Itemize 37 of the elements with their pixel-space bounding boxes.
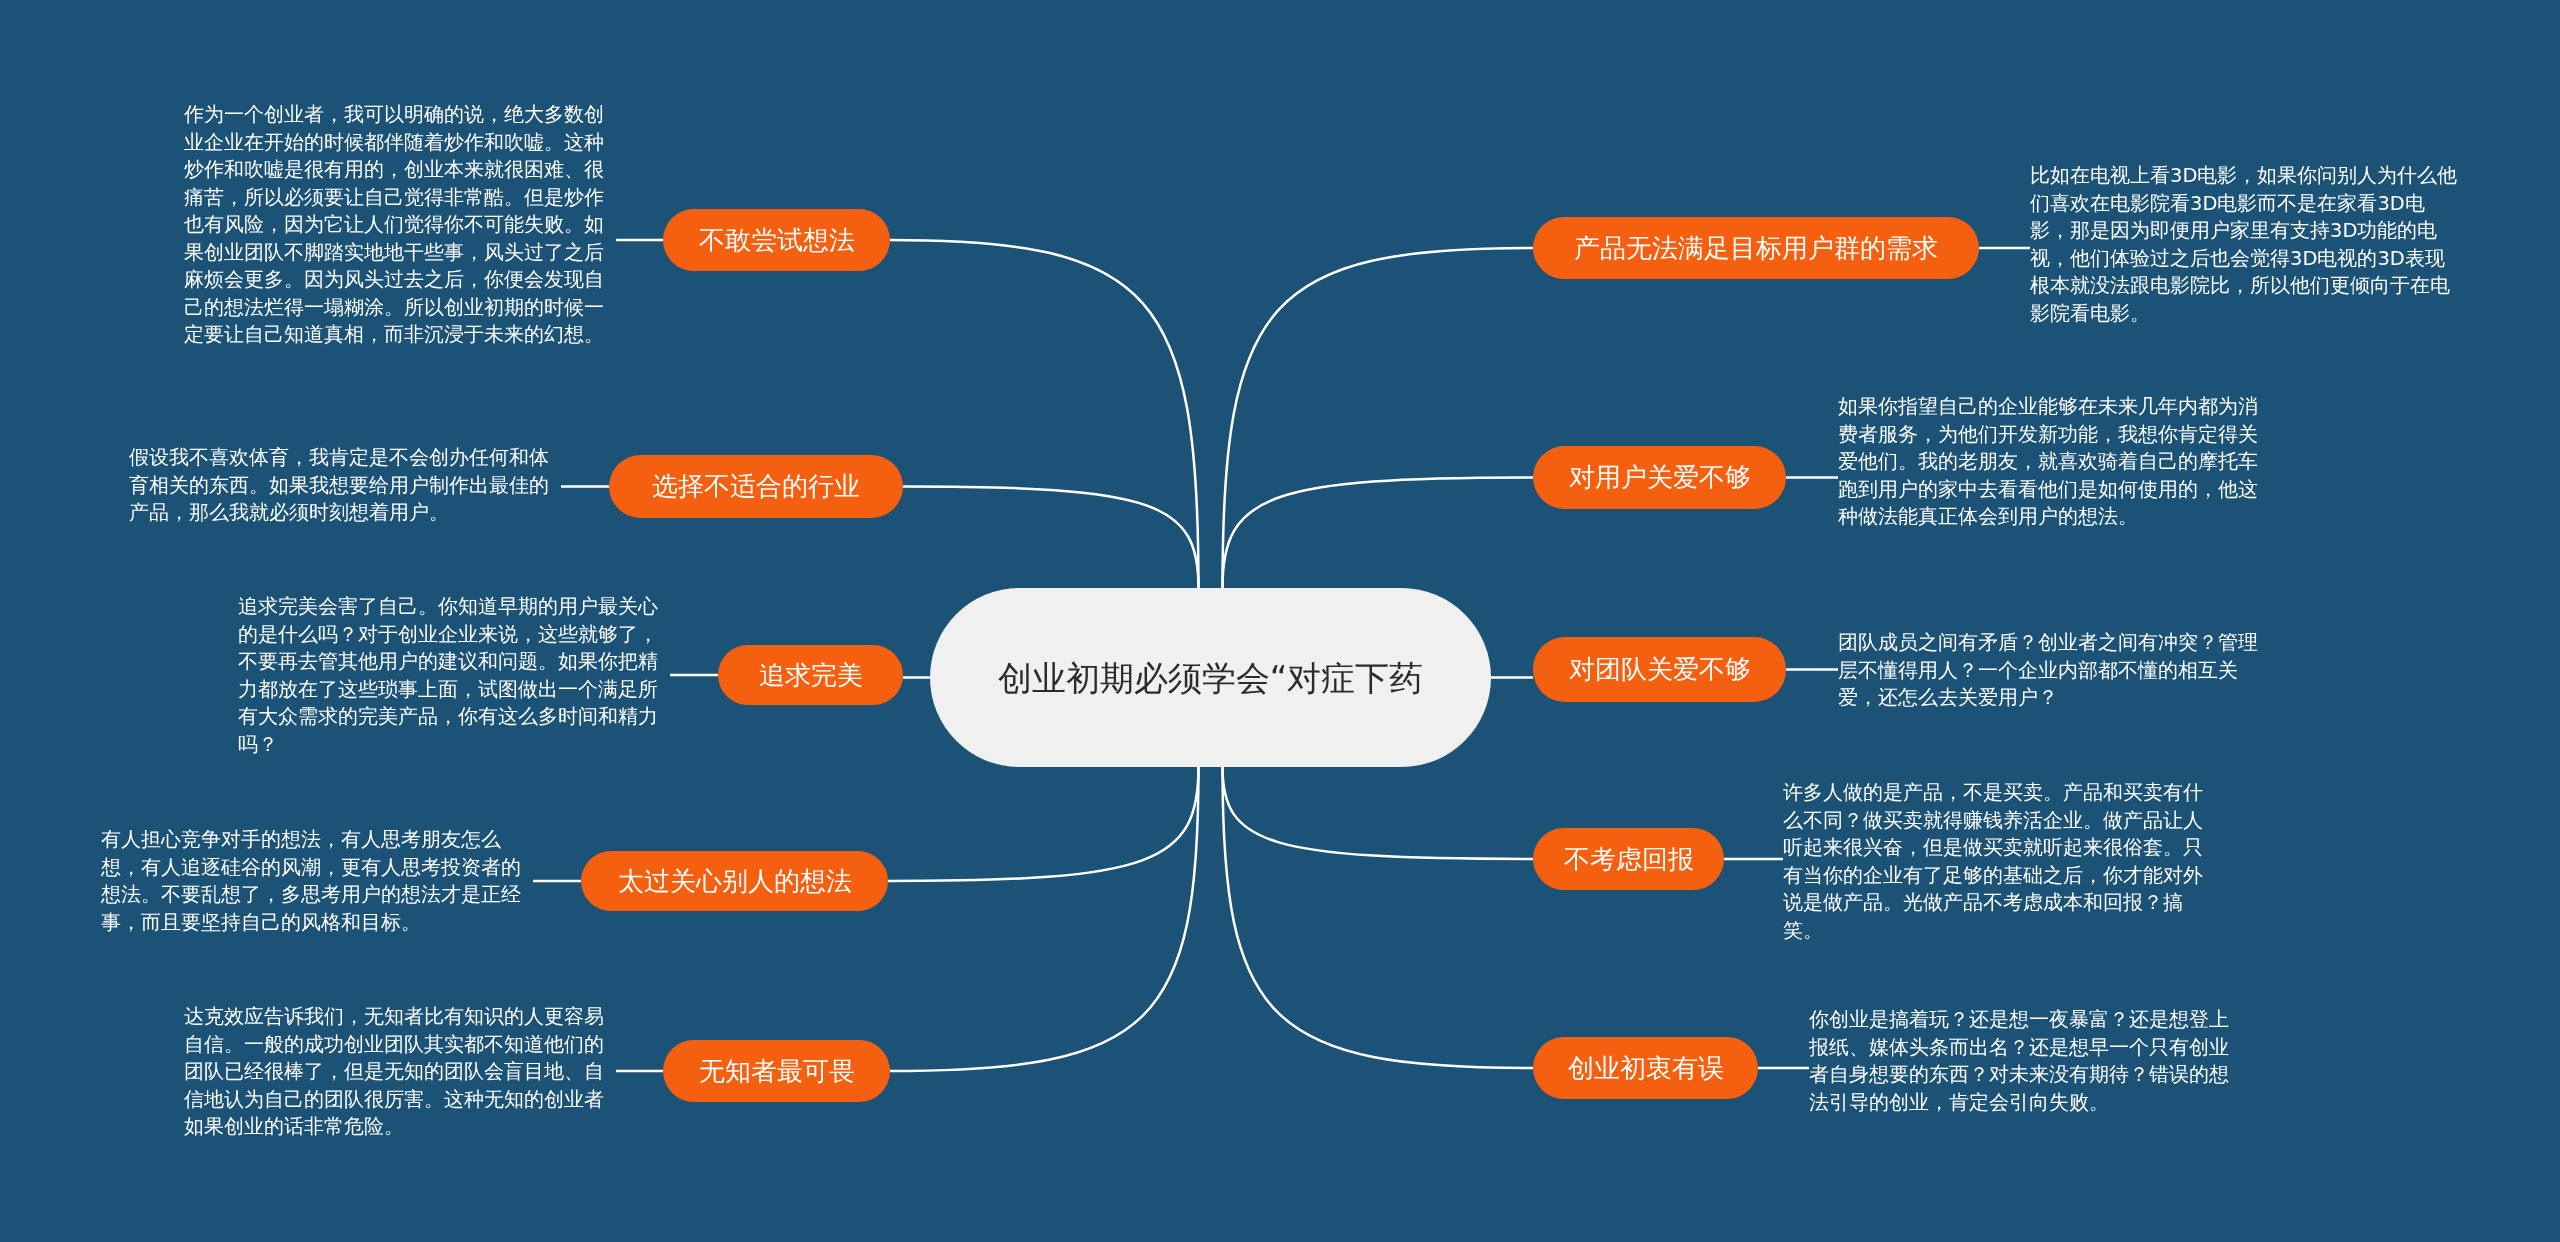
connector-line	[1221, 766, 1534, 1070]
connector-line	[1221, 476, 1533, 589]
topic-pill: 太过关心别人的想法	[581, 851, 888, 911]
topic-pill: 对用户关爱不够	[1533, 446, 1786, 509]
topic-pill: 追求完美	[718, 645, 903, 705]
topic-pill: 创业初衷有误	[1533, 1037, 1758, 1099]
description-text: 作为一个创业者，我可以明确的说，绝大多数创业企业在开始的时候都伴随着炒作和吹嘘。这种炒作和吹嘘是很有用的，创业本来就很困难、很痛苦，所以必须要让自己觉得非常酷。但是炒作也有风险，因为它让人们觉得你不可能失败。如果创业团队不脚踏实地地干些事，风头过了之后麻烦会更多。因为风头过去之后，你便会发现自己的想法烂得一塌糊涂。所以创业初期的时候一定要让自己知道真相，而非沉浸于未来的幻想。	[184, 101, 616, 349]
connector-line	[616, 238, 663, 242]
description-text: 许多人做的是产品，不是买卖。产品和买卖有什么不同？做买卖就得赚钱养活企业。做产品让人听起来很兴奋，但是做买卖就听起来很俗套。只有当你的企业有了足够的基础之后，你才能对外说是做产品。光做产品不考虑成本和回报？搞笑。	[1783, 779, 2215, 944]
connector-line	[1491, 676, 1533, 679]
connector-line	[1786, 668, 1838, 671]
connector-line	[903, 485, 1200, 589]
description-text: 比如在电视上看3D电影，如果你问别人为什么他们喜欢在电影院看3D电影而不是在家看3D电影，那是因为即便用户家里有支持3D功能的电视，他们体验过之后也会觉得3D电视的3D表现根本就没法跟电影院比，所以他们更倾向于在电影院看电影。	[2030, 162, 2462, 327]
connector-line	[616, 1069, 663, 1073]
connector-line	[670, 673, 718, 677]
connector-line	[533, 879, 581, 883]
description-text: 达克效应告诉我们，无知者比有知识的人更容易自信。一般的成功创业团队其实都不知道他们的团队已经很棒了，但是无知的团队会盲目地、自信地认为自己的团队很厉害。这种无知的创业者如果创业的话非常危险。	[184, 1003, 616, 1141]
connector-line	[1724, 857, 1783, 861]
connector-line	[561, 485, 609, 488]
topic-pill: 无知者最可畏	[663, 1040, 890, 1102]
topic-pill: 不敢尝试想法	[663, 209, 890, 271]
description-text: 如果你指望自己的企业能够在未来几年内都为消费者服务，为他们开发新功能，我想你肯定得关爱他们。我的老朋友，就喜欢骑着自己的摩托车跑到用户的家中去看看他们是如何使用的，他这种做法能真正体会到用户的想法。	[1838, 393, 2270, 531]
connector-line	[903, 676, 930, 679]
topic-pill: 选择不适合的行业	[609, 455, 903, 518]
connector-line	[1758, 1066, 1809, 1070]
topic-pill: 产品无法满足目标用户群的需求	[1533, 217, 1979, 279]
connector-line	[889, 766, 1200, 1073]
connector-line	[1786, 476, 1838, 479]
description-text: 团队成员之间有矛盾？创业者之间有冲突？管理层不懂得用人？一个企业内部都不懂的相互关爱，还怎么去关爱用户？	[1838, 629, 2270, 712]
description-text: 有人担心竞争对手的想法，有人思考朋友怎么想，有人追逐硅谷的风潮，更有人思考投资者的想法。不要乱想了，多思考用户的想法才是正经事，而且要坚持自己的风格和目标。	[101, 826, 533, 936]
connector-line	[1979, 246, 2030, 250]
topic-pill: 对团队关爱不够	[1533, 637, 1786, 702]
central-topic: 创业初期必须学会“对症下药	[930, 588, 1491, 767]
description-text: 你创业是搞着玩？还是想一夜暴富？还是想登上报纸、媒体头条而出名？还是想早一个只有创业者自身想要的东西？对未来没有期待？错误的想法引导的创业，肯定会引向失败。	[1809, 1006, 2241, 1116]
description-text: 追求完美会害了自己。你知道早期的用户最关心的是什么吗？对于创业企业来说，这些就够了，不要再去管其他用户的建议和问题。如果你把精力都放在了这些琐事上面，试图做出一个满足所有大众需求的完美产品，你有这么多时间和精力吗？	[238, 593, 670, 758]
description-text: 假设我不喜欢体育，我肯定是不会创办任何和体育相关的东西。如果我想要给用户制作出最佳的产品，那么我就必须时刻想着用户。	[129, 444, 561, 527]
topic-pill: 不考虑回报	[1533, 828, 1724, 890]
